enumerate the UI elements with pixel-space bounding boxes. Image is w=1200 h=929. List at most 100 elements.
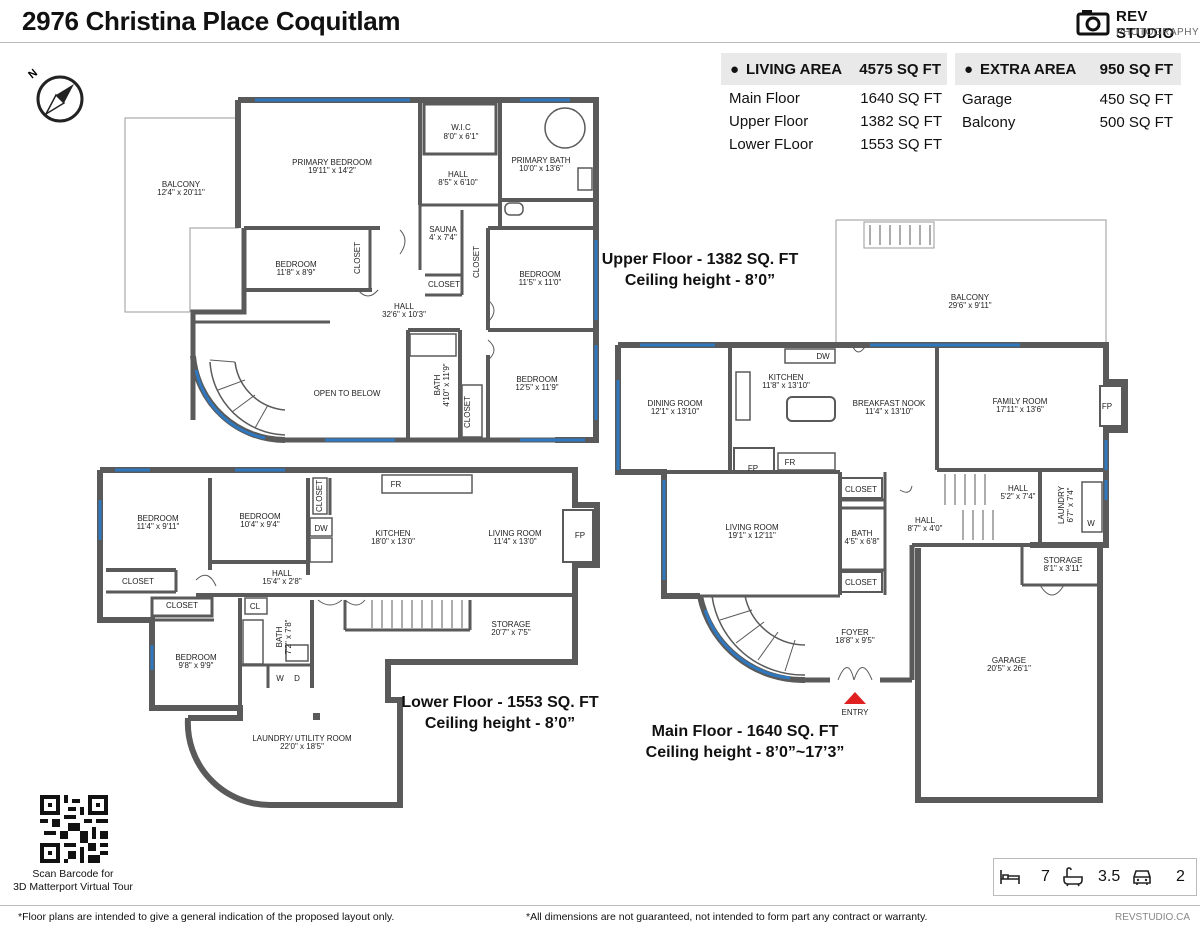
brand-sub: PHOTOGRAPHY <box>1116 27 1200 38</box>
room-dim: 17'11" x 13'6" <box>996 405 1044 414</box>
room-dim: 11'4" x 13'0" <box>493 537 536 546</box>
room-dim: 18'8" x 9'5" <box>835 636 875 645</box>
room-label: HALL <box>1008 484 1029 493</box>
area-row: Garage 450 SQ FT <box>962 91 1173 108</box>
closet-label: CLOSET <box>845 578 877 587</box>
qr-code[interactable] <box>40 795 108 863</box>
appliance-label: FR <box>391 480 402 489</box>
camera-icon <box>1076 10 1110 36</box>
property-stats: 7 3.5 2 <box>993 858 1197 896</box>
closet-label: CLOSET <box>463 396 472 428</box>
room-dim: 4'5" x 6'8" <box>845 537 880 546</box>
room-dim: 6'7" x 7'4" <box>1066 487 1075 522</box>
room-label: LAUNDRY/ UTILITY ROOM <box>252 734 352 743</box>
upper-floor-labels: W.I.C 8'0" x 6'1" PRIMARY BATH 10'0" x 1… <box>157 123 571 428</box>
appliance-label: DW <box>314 524 328 533</box>
room-dim: 10'4" x 9'4" <box>240 520 280 529</box>
room-dim: 20'5" x 26'1" <box>987 664 1031 673</box>
room-label: HALL <box>448 170 469 179</box>
room-label: STORAGE <box>1044 556 1083 565</box>
room-label: BALCONY <box>951 293 990 302</box>
room-dim: 8'5" x 6'10" <box>438 178 478 187</box>
living-area-total: 4575 SQ FT <box>859 61 941 78</box>
room-label: OPEN TO BELOW <box>314 389 381 398</box>
main-floor-plan <box>615 219 1128 803</box>
room-label: STORAGE <box>492 620 531 629</box>
main-floor-caption: Main Floor - 1640 SQ. FT Ceiling height … <box>645 723 845 761</box>
appliance-label: D <box>294 674 300 683</box>
room-dim: 20'7" x 7'5" <box>491 628 531 637</box>
room-dim: 8'0" x 6'1" <box>444 132 479 141</box>
room-label: HALL <box>272 569 293 578</box>
room-label: PRIMARY BEDROOM <box>292 158 372 167</box>
room-label: BEDROOM <box>275 260 317 269</box>
room-dim: 8'7" x 4'0" <box>908 524 943 533</box>
room-dim: 11'4" x 13'10" <box>865 407 913 416</box>
room-label: BEDROOM <box>175 653 217 662</box>
living-area-label: LIVING AREA <box>746 61 843 78</box>
brand-logo: REV STUDIO PHOTOGRAPHY <box>1076 6 1199 42</box>
room-label: KITCHEN <box>768 373 803 382</box>
entry-arrow-icon <box>844 692 866 704</box>
room-dim: 9'8" x 9'9" <box>179 661 214 670</box>
fireplace-label: FP <box>1102 402 1112 411</box>
room-label: SAUNA <box>429 225 457 234</box>
room-label: HALL <box>394 302 415 311</box>
closet-label: CLOSET <box>428 280 460 289</box>
room-label: LAUNDRY <box>1057 485 1066 524</box>
room-dim: 12'1" x 13'10" <box>651 407 699 416</box>
compass-north-label: N <box>26 67 40 81</box>
room-label: GARAGE <box>992 656 1026 665</box>
room-dim: 19'11" x 14'2" <box>308 166 356 175</box>
appliance-label: W <box>276 674 284 683</box>
closet-label: CLOSET <box>472 246 481 278</box>
lower-floor-caption: Lower Floor - 1553 SQ. FT Ceiling height… <box>401 694 599 732</box>
closet-label: CLOSET <box>166 601 198 610</box>
room-label: PRIMARY BATH <box>511 156 570 165</box>
room-label: LIVING ROOM <box>725 523 779 532</box>
main-floor-labels: BALCONY 29'6" x 9'11" KITCHEN 11'8" x 13… <box>647 293 1112 717</box>
area-row: Lower FLoor 1553 SQ FT <box>729 136 942 153</box>
room-dim: 29'6" x 9'11" <box>948 301 991 310</box>
closet-label: CLOSET <box>353 242 362 274</box>
entry-label: ENTRY <box>842 708 870 717</box>
room-label: KITCHEN <box>375 529 410 538</box>
appliance-label: W <box>1087 519 1095 528</box>
room-label: W.I.C <box>451 123 471 132</box>
room-dim: 8'1" x 3'11" <box>1044 564 1083 573</box>
room-label: BEDROOM <box>239 512 281 521</box>
room-dim: 11'4" x 9'11" <box>137 522 180 531</box>
closet-label: CL <box>250 602 261 611</box>
extra-area-header: ● EXTRA AREA 950 SQ FT <box>955 53 1181 85</box>
website-link[interactable]: REVSTUDIO.CA <box>1114 912 1190 923</box>
area-row: Upper Floor 1382 SQ FT <box>729 113 942 130</box>
area-row: Main Floor 1640 SQ FT <box>729 90 942 107</box>
room-dim: 5'2" x 7'4" <box>1001 492 1036 501</box>
extra-area-total: 950 SQ FT <box>1099 61 1173 78</box>
room-label: FOYER <box>841 628 869 637</box>
bed-icon <box>1000 870 1020 884</box>
room-dim: 32'6" x 10'3" <box>382 310 426 319</box>
room-dim: 22'0" x 18'5" <box>280 742 324 751</box>
bathtub-icon <box>1063 867 1083 887</box>
room-dim: 11'5" x 11'0" <box>519 278 562 287</box>
car-icon <box>1133 870 1151 885</box>
room-dim: 15'4" x 2'8" <box>262 577 302 586</box>
brand-name: REV STUDIO <box>1116 8 1175 42</box>
fireplace-label: FP <box>575 531 585 540</box>
room-dim: 4' x 7'4" <box>429 233 457 242</box>
footer-divider <box>0 905 1200 906</box>
qr-caption: Scan Barcode for 3D Matterport Virtual T… <box>13 868 133 893</box>
bathroom-count: 3.5 <box>1098 868 1121 885</box>
appliance-label: FR <box>785 458 796 467</box>
page-title: 2976 Christina Place Coquitlam <box>22 6 401 36</box>
utility-fixture <box>313 713 320 720</box>
living-area-header: ● LIVING AREA 4575 SQ FT <box>721 53 947 85</box>
room-label: FAMILY ROOM <box>993 397 1048 406</box>
room-label: DINING ROOM <box>647 399 702 408</box>
lower-floor-labels: BEDROOM 11'4" x 9'11" BEDROOM 10'4" x 9'… <box>122 480 585 751</box>
closet-label: CLOSET <box>315 480 324 512</box>
room-label: BEDROOM <box>137 514 179 523</box>
appliance-label: DW <box>816 352 830 361</box>
